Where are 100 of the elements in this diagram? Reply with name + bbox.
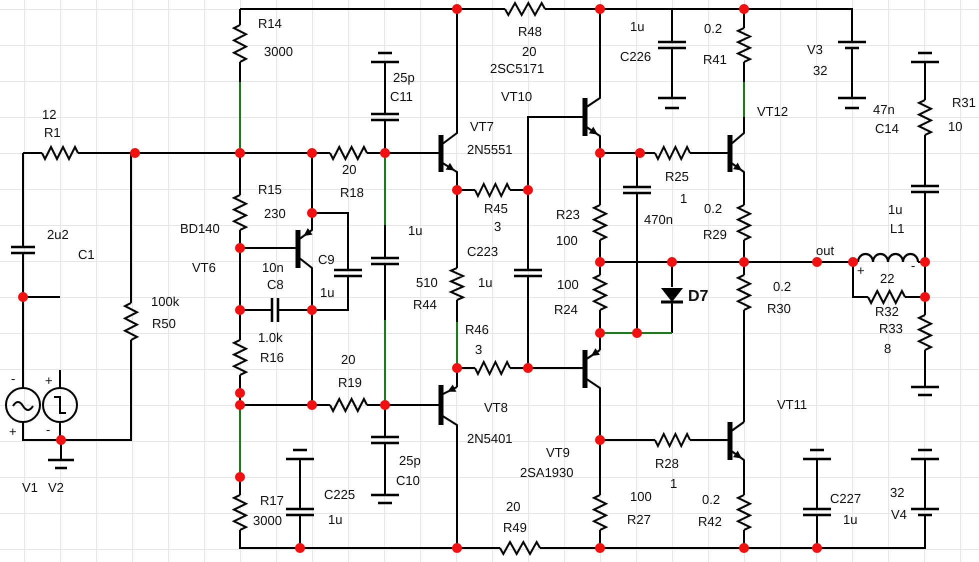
component-label: 32: [813, 64, 828, 77]
component-label: 3000: [253, 514, 282, 527]
component-label: R23: [556, 208, 580, 221]
component-label: R19: [338, 376, 362, 389]
component-label: 1u: [328, 513, 342, 526]
component-label: VT7: [470, 120, 494, 133]
component-label: 25p: [399, 454, 421, 467]
component-label: 1: [680, 192, 688, 205]
component-label: C1: [78, 248, 95, 261]
component-label: 100k: [151, 295, 180, 308]
component-label: 10: [948, 120, 962, 133]
component-label: R15: [258, 183, 282, 196]
component-label: C14: [875, 122, 899, 135]
component-label: VT11: [777, 398, 808, 411]
component-label: out: [816, 244, 834, 257]
component-label: 2u2: [47, 228, 69, 241]
component-label: V3: [807, 43, 823, 56]
component-label: V4: [891, 508, 907, 521]
component-label: 20: [341, 353, 356, 366]
component-label: 1u: [843, 513, 858, 526]
component-label: C9: [318, 253, 335, 266]
component-label: 12: [42, 108, 56, 121]
component-label: R25: [665, 170, 689, 183]
component-label: 230: [264, 207, 286, 220]
component-label: VT10: [501, 90, 532, 103]
component-label: C225: [324, 488, 356, 501]
component-label: 100: [556, 234, 578, 247]
polarity-sign: -: [911, 259, 916, 272]
component-label: 1u: [478, 276, 492, 289]
component-label: R18: [340, 186, 364, 199]
component-label: C226: [620, 50, 652, 63]
component-label: R44: [413, 298, 437, 311]
component-label: R28: [655, 457, 679, 470]
component-label: R45: [484, 202, 508, 215]
component-label: R50: [152, 317, 176, 330]
component-label: 2N5551: [467, 143, 513, 156]
component-label: 47n: [873, 103, 895, 116]
polarity-sign: -: [11, 372, 16, 385]
component-label: L1: [890, 222, 904, 235]
component-label: 510: [416, 276, 438, 289]
component-label: 0.2: [704, 22, 722, 35]
component-label: 25p: [393, 71, 415, 84]
component-label: R24: [554, 303, 578, 316]
component-label: BD140: [180, 222, 220, 235]
component-label: R14: [258, 17, 282, 30]
component-label: C8: [267, 278, 284, 291]
component-label: V2: [48, 481, 64, 494]
component-label: R17: [260, 494, 284, 507]
component-label: R1: [44, 126, 61, 139]
component-label: 20: [342, 163, 356, 176]
polarity-sign: +: [9, 425, 17, 438]
component-label: R30: [767, 302, 791, 315]
polarity-sign: -: [46, 423, 50, 436]
component-label: D7: [688, 289, 708, 305]
component-label: 0.2: [704, 202, 722, 215]
component-label: 22: [880, 272, 894, 285]
component-label: 20: [522, 45, 536, 58]
component-label: VT12: [757, 105, 788, 118]
component-label: R31: [952, 96, 976, 109]
component-label: 20: [506, 500, 520, 513]
component-label: 1u: [320, 286, 334, 299]
component-label: R48: [518, 25, 542, 38]
component-label: R41: [703, 53, 727, 66]
component-label: 8: [884, 342, 892, 355]
component-label: R46: [465, 323, 489, 336]
component-label: V1: [22, 481, 38, 494]
component-label: 3000: [264, 45, 293, 58]
polarity-sign: +: [857, 264, 865, 277]
component-label: R32: [875, 305, 899, 318]
component-label: 32: [890, 486, 904, 499]
component-label: R29: [703, 228, 727, 241]
component-label: 2SC5171: [490, 62, 544, 75]
component-label: C227: [830, 492, 862, 505]
component-label: 2N5401: [467, 432, 513, 445]
component-label: R42: [698, 515, 722, 528]
component-label: 3: [494, 220, 502, 233]
component-label: 2SA1930: [520, 466, 574, 479]
component-label: C10: [396, 474, 420, 487]
component-label: 3: [475, 343, 482, 356]
component-label: VT9: [546, 446, 570, 459]
component-label: 100: [557, 278, 579, 291]
component-label: R49: [503, 521, 527, 534]
component-label: 470n: [644, 213, 673, 226]
component-label: 10n: [262, 261, 284, 274]
component-label: R27: [627, 513, 651, 526]
component-label: 1u: [888, 203, 902, 216]
component-label: VT6: [192, 261, 216, 274]
component-label: VT8: [484, 401, 508, 414]
component-label: 100: [630, 490, 652, 503]
component-label: 1: [670, 477, 678, 490]
component-label: 0.2: [702, 493, 720, 506]
component-label: C223: [467, 245, 498, 258]
component-label: 1u: [630, 20, 644, 33]
component-label: 1u: [408, 224, 422, 237]
component-label: R33: [879, 322, 903, 335]
polarity-sign: +: [45, 374, 53, 387]
component-label: 0.2: [773, 280, 792, 293]
component-label: 1.0k: [258, 331, 283, 344]
component-label: C11: [390, 90, 413, 103]
component-label: R16: [260, 351, 284, 364]
